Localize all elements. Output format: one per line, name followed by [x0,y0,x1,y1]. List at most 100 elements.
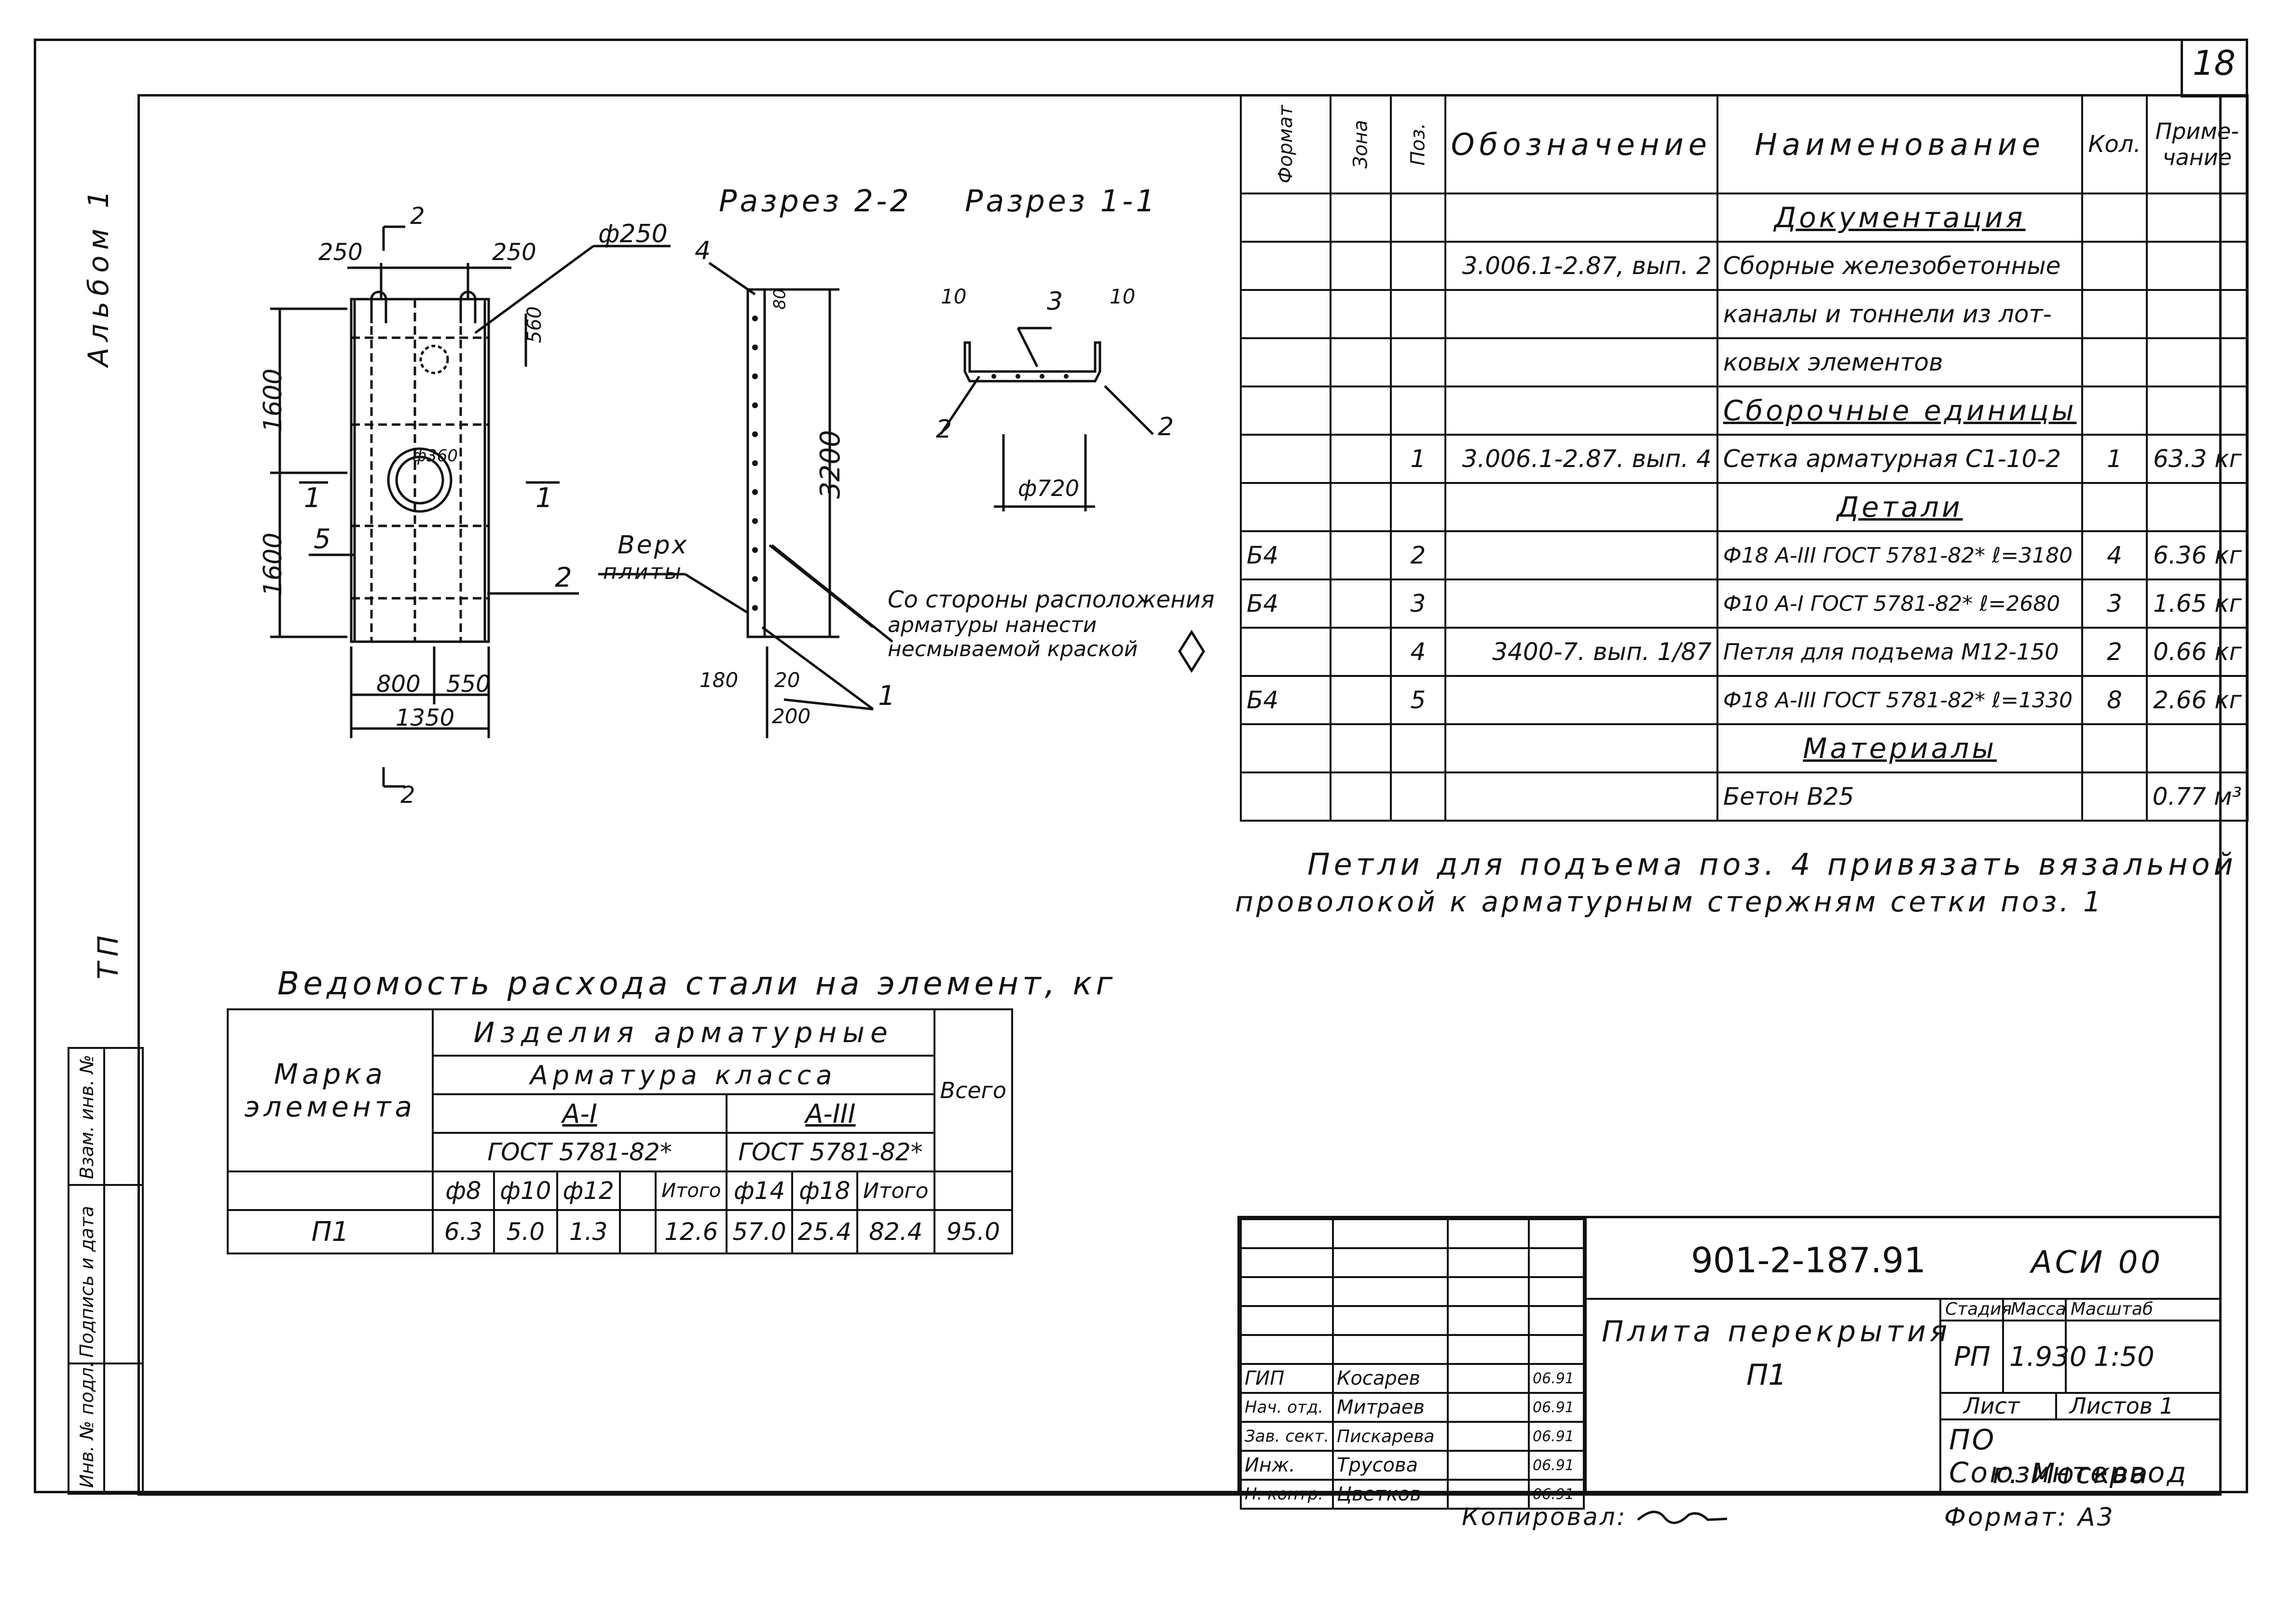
dim-phi720: ф720 [1018,475,1080,501]
hole-250 [419,344,449,374]
general-note-line2: проволокой к арматурным стержням сетки п… [1235,885,2104,918]
pos-mark-2a: 2 [936,415,952,444]
section-1-1 [963,341,1101,383]
steel-class-header: Арматура класса [431,1055,935,1095]
spec-header-designation: Обозначение [1444,94,1718,194]
dim-10-left: 10 [941,285,967,308]
pos-mark-1: 1 [878,680,895,712]
tb-scale: 1:50 [2094,1341,2155,1373]
paint-note-line1: Со стороны расположения [888,586,1215,613]
paint-note-line3: несмываемой краской [888,637,1138,661]
section-mark-2-bottom: 2 [400,782,415,809]
tb-stage: РП [1954,1341,1991,1373]
copied-signature [1637,1511,1728,1524]
spec-row: Документация [1239,193,2249,243]
section-2-2-title: Разрез 2-2 [719,183,912,219]
general-note-line1: Петли для подъема поз. 4 привязать вязал… [1307,847,2237,882]
side-label-tp: ТП [92,929,124,979]
steel-gost-a1: ГОСТ 5781-82* [431,1132,728,1172]
tb-mass-label: Масса [2011,1299,2066,1319]
dim-3200: 3200 [814,430,846,499]
top-label-line1: Верх [618,531,689,560]
steel-table-title: Ведомость расхода стали на элемент, кг [277,965,1117,1002]
dim-250-right: 250 [492,239,536,266]
steel-col: Итого [856,1170,935,1211]
loop-left [370,290,387,323]
drawing-area [270,225,1205,788]
tb-stage-label: Стадия [1945,1299,2012,1319]
spec-row: каналы и тоннели из лот- [1239,289,2249,339]
dim-1600-bottom: 1600 [259,532,288,597]
steel-class-a3: А-III [726,1093,935,1134]
dim-20: 20 [774,668,800,692]
steel-total-header: Всего [933,1008,1014,1172]
steel-col: ф14 [726,1170,793,1211]
spec-row: ковых элементов [1239,337,2249,387]
section-mark-2-top: 2 [410,203,425,230]
steel-class-a1: А-I [431,1093,728,1134]
section-1-1-title: Разрез 1-1 [965,183,1158,219]
pos-mark-3: 3 [1047,287,1063,316]
tb-sheet-label: Лист [1963,1393,2020,1419]
copied-by: Копировал: [1462,1503,1627,1531]
pos-mark-4: 4 [695,236,711,265]
dim-10-right: 10 [1110,285,1136,308]
section-mark-1-left: 1 [304,482,321,514]
spec-header-format: Формат [1239,94,1332,194]
stamp-sign: Подпись и дата [76,1206,97,1358]
tb-org-line2: г. Москва [1992,1457,2150,1490]
side-stamp: Инв. № подл. Подпись и дата Взам. инв. № [68,1047,144,1495]
tb-set: АСИ 00 [2031,1245,2164,1280]
tb-title-line2: П1 [1746,1358,1787,1392]
stamp-inv: Инв. № подл. [76,1361,97,1488]
section-2-2 [746,288,766,638]
spec-row: Сборочные единицы [1239,385,2249,436]
dim-80: 80 [770,289,790,310]
dim-phi250: ф250 [598,220,668,248]
spec-header-zone: Зона [1330,94,1392,194]
tb-title-line1: Плита перекрытия [1602,1315,1951,1349]
spec-header-name: Наименование [1716,94,2084,194]
dim-800: 800 [376,671,421,698]
spec-header-note: Приме-чание [2145,94,2249,194]
plan-outline [350,298,490,643]
tb-mass: 1.930 [2009,1341,2087,1373]
dim-180: 180 [700,668,739,692]
stamp-replace: Взам. инв. № [76,1054,97,1179]
top-label-line2: плиты [603,560,683,584]
spec-header-pos: Поз. [1390,94,1446,194]
dim-200: 200 [772,704,811,728]
dim-1350: 1350 [396,704,455,731]
spec-row: Материалы [1239,723,2249,773]
steel-col: ф18 [791,1170,859,1211]
tb-sheets-label: Листов 1 [2070,1393,2174,1419]
pos-mark-5: 5 [314,523,331,555]
spec-table: Формат Зона Поз. Обозначение Наименовани… [1239,94,2249,822]
pos-mark-2: 2 [555,562,572,593]
steel-row: П1 6.3 5.0 1.3 12.6 57.0 25.4 82.4 95.0 [227,1209,1014,1254]
dim-1600-top: 1600 [259,368,288,433]
dim-550: 550 [446,671,491,698]
sheet-format: Формат: А3 [1944,1503,2115,1532]
steel-col: ф12 [556,1170,621,1211]
steel-col [618,1170,657,1211]
steel-col: Итого [655,1170,728,1211]
paint-note-line2: арматуры нанести [888,613,1097,637]
dim-560: 560 [523,306,546,344]
pos-mark-2b: 2 [1158,413,1174,441]
